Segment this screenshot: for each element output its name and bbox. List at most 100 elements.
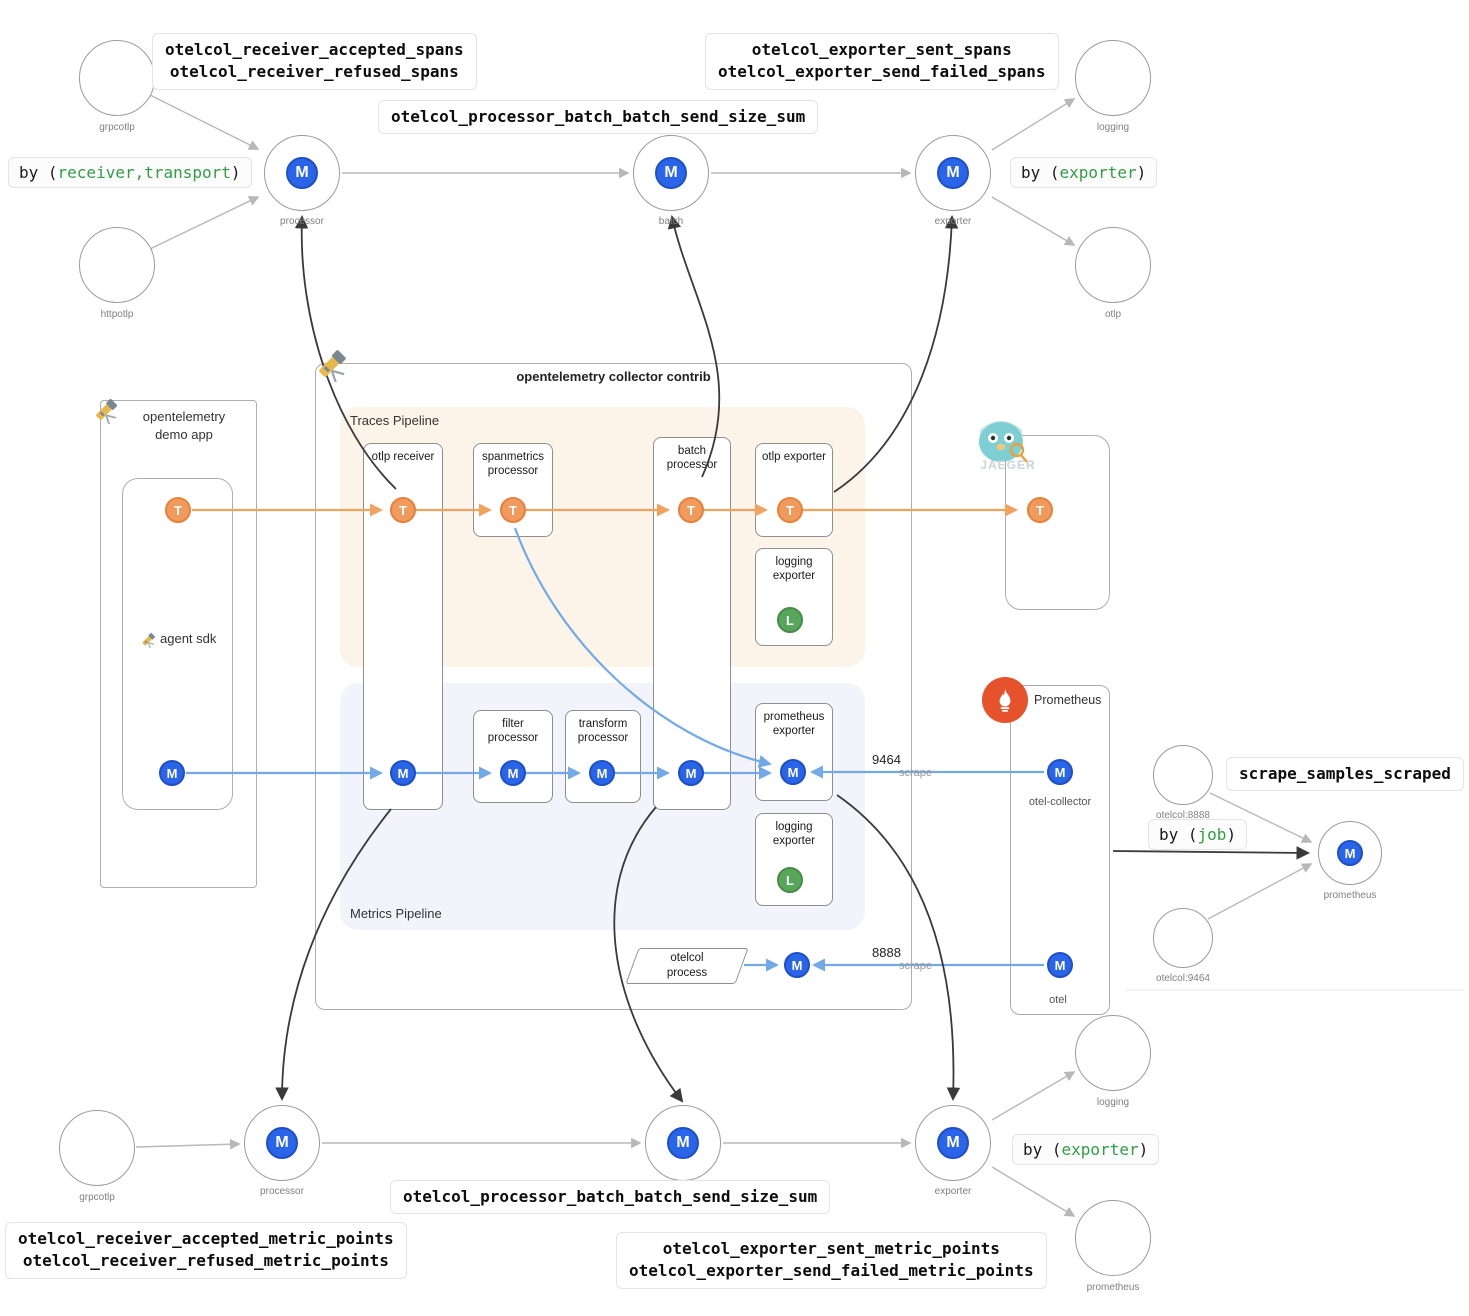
spanmetrics-processor-label: spanmetrics processor bbox=[482, 451, 544, 478]
metric-icon-batch-processor: M bbox=[678, 760, 704, 786]
scrape-samples-metric-label: scrape_samples_scraped bbox=[1226, 757, 1464, 792]
telescope-icon bbox=[140, 630, 158, 649]
link-receiver-to-bottom-processor bbox=[275, 808, 392, 1102]
metric-icon-transform: M bbox=[589, 760, 615, 786]
log-icon-logging-exporter-metrics: L bbox=[777, 867, 803, 893]
by-job-label: by (job) bbox=[1148, 819, 1248, 850]
agent-sdk-title: agent sdk bbox=[160, 631, 217, 646]
scrape-label-8888: scrape bbox=[899, 960, 933, 972]
logging-exporter-metrics-label: logging exporter bbox=[772, 821, 816, 848]
metric-icon: M bbox=[286, 157, 318, 189]
metric-icon-filter: M bbox=[500, 760, 526, 786]
b-logging-sink-label: logging bbox=[1096, 1097, 1130, 1108]
jaeger-wordmark: JAEGER bbox=[980, 458, 1036, 472]
arrow-b-exporter-to-prometheus bbox=[991, 1166, 1076, 1217]
link-otlpexporter-to-top-exporter bbox=[833, 214, 959, 493]
metric-line-spanmetrics-to-promexporter bbox=[513, 527, 772, 768]
jaeger-panel bbox=[1005, 435, 1110, 610]
by-exporter-bottom-label: by (exporter) bbox=[1012, 1134, 1160, 1165]
grpcotlp-source-label: grpcotlp bbox=[99, 122, 135, 133]
exporter-metric-points-label: otelcol_exporter_sent_metric_points otel… bbox=[616, 1232, 1047, 1289]
trace-icon-spanmetrics: T bbox=[500, 497, 526, 523]
link-batchproc-to-bottom-batch bbox=[613, 806, 684, 1103]
scrape-label-9464: scrape bbox=[899, 767, 933, 779]
top-processor-label: processor bbox=[280, 216, 324, 227]
batch-processor-label: batch processor bbox=[666, 445, 718, 472]
b-prometheus-sink-label: prometheus bbox=[1086, 1282, 1140, 1293]
collector-contrib-title: opentelemetry collector contrib bbox=[516, 369, 711, 384]
bottom-processor-node: M bbox=[244, 1105, 320, 1181]
b-logging-sink-node bbox=[1075, 1015, 1151, 1091]
top-processor-node: M bbox=[264, 135, 340, 211]
link-promexporter-to-bottom-exporter bbox=[836, 794, 961, 1102]
b-grpcotlp-source-node bbox=[59, 1110, 135, 1186]
prometheus-title: Prometheus bbox=[1034, 693, 1102, 707]
metric-icon: M bbox=[1337, 840, 1363, 866]
processor-batch-metric-label: otelcol_processor_batch_batch_send_size_… bbox=[378, 100, 819, 135]
top-batch-label: batch bbox=[658, 216, 684, 227]
metric-icon: M bbox=[937, 157, 969, 189]
metric-icon: M bbox=[937, 1127, 969, 1159]
logging-sink-label: logging bbox=[1096, 122, 1130, 133]
arrow-otelcol8888-to-prometheus bbox=[1209, 792, 1313, 843]
demo-app-title: opentelemetry demo app bbox=[142, 409, 226, 442]
b-prometheus-sink-node bbox=[1075, 1200, 1151, 1276]
metric-icon-prometheus-exporter: M bbox=[780, 759, 806, 785]
arrow-httpotlp-to-processor bbox=[149, 196, 260, 250]
otlp-receiver-label: otlp receiver bbox=[371, 451, 435, 463]
otlp-exporter-label: otlp exporter bbox=[762, 451, 826, 463]
grpcotlp-source-node bbox=[79, 40, 155, 116]
otelcol-8888-label: otelcol:8888 bbox=[1156, 810, 1210, 821]
prometheus-metric-node-label: prometheus bbox=[1323, 890, 1377, 901]
prometheus-metric-node: M bbox=[1318, 821, 1382, 885]
agent-sdk-panel bbox=[122, 478, 233, 810]
arrow-b-exporter-to-logging bbox=[991, 1071, 1076, 1121]
metric-icon: M bbox=[266, 1127, 298, 1159]
arrow-exporter-to-logging bbox=[991, 98, 1076, 151]
transform-processor-box: transform processor bbox=[565, 710, 641, 803]
metric-icon: M bbox=[667, 1127, 699, 1159]
metric-icon: M bbox=[655, 157, 687, 189]
receiver-metric-points-label: otelcol_receiver_accepted_metric_points … bbox=[5, 1222, 407, 1279]
otlp-sink-label: otlp bbox=[1104, 309, 1122, 320]
httpotlp-source-label: httpotlp bbox=[100, 309, 134, 320]
arrow-exporter-to-otlp bbox=[991, 196, 1076, 246]
telescope-icon bbox=[314, 344, 352, 383]
filter-processor-label: filter processor bbox=[487, 718, 539, 745]
by-exporter-top-label: by (exporter) bbox=[1010, 157, 1158, 188]
log-icon-logging-exporter-traces: L bbox=[777, 607, 803, 633]
bottom-exporter-node: M bbox=[915, 1105, 991, 1181]
prometheus-panel bbox=[1010, 685, 1110, 1015]
trace-icon-otlp-receiver: T bbox=[390, 497, 416, 523]
top-batch-node: M bbox=[633, 135, 709, 211]
httpotlp-source-node bbox=[79, 227, 155, 303]
otelcol-process-label: otelcol process bbox=[666, 952, 708, 979]
telescope-icon bbox=[92, 394, 122, 425]
b-processor-batch-metric-label: otelcol_processor_batch_batch_send_size_… bbox=[390, 1180, 831, 1215]
bottom-processor-label: processor bbox=[260, 1186, 304, 1197]
exporter-spans-metric-label: otelcol_exporter_sent_spans otelcol_expo… bbox=[705, 33, 1059, 90]
metric-icon-demo-app: M bbox=[159, 760, 185, 786]
top-exporter-node: M bbox=[915, 135, 991, 211]
arrow-b-grpcotlp-to-processor bbox=[135, 1139, 241, 1150]
otelcol-9464-label: otelcol:9464 bbox=[1156, 973, 1210, 984]
otelcol-8888-source-node bbox=[1153, 745, 1213, 805]
metric-icon-otlp-receiver: M bbox=[390, 760, 416, 786]
link-prometheus-to-prom-node bbox=[1112, 846, 1311, 860]
trace-icon-otlp-exporter: T bbox=[777, 497, 803, 523]
bottom-batch-node: M bbox=[645, 1105, 721, 1181]
b-grpcotlp-source-label: grpcotlp bbox=[79, 1192, 115, 1203]
collector-contrib-panel bbox=[315, 363, 912, 1010]
scrape-port-9464: 9464 bbox=[872, 752, 901, 767]
traces-pipeline-title: Traces Pipeline bbox=[350, 413, 440, 428]
arrow-grpcotlp-to-processor bbox=[149, 94, 260, 150]
link-batchproc-to-top-batch bbox=[667, 215, 721, 478]
by-receiver-transport-label: by (receiver,transport) bbox=[8, 157, 252, 188]
otel-label: otel bbox=[1049, 994, 1067, 1006]
arrow-otelcol9464-to-prometheus bbox=[1207, 863, 1313, 920]
metric-icon-otel-collector: M bbox=[1047, 759, 1073, 785]
otlp-sink-node bbox=[1075, 227, 1151, 303]
trace-icon-jaeger: T bbox=[1027, 497, 1053, 523]
